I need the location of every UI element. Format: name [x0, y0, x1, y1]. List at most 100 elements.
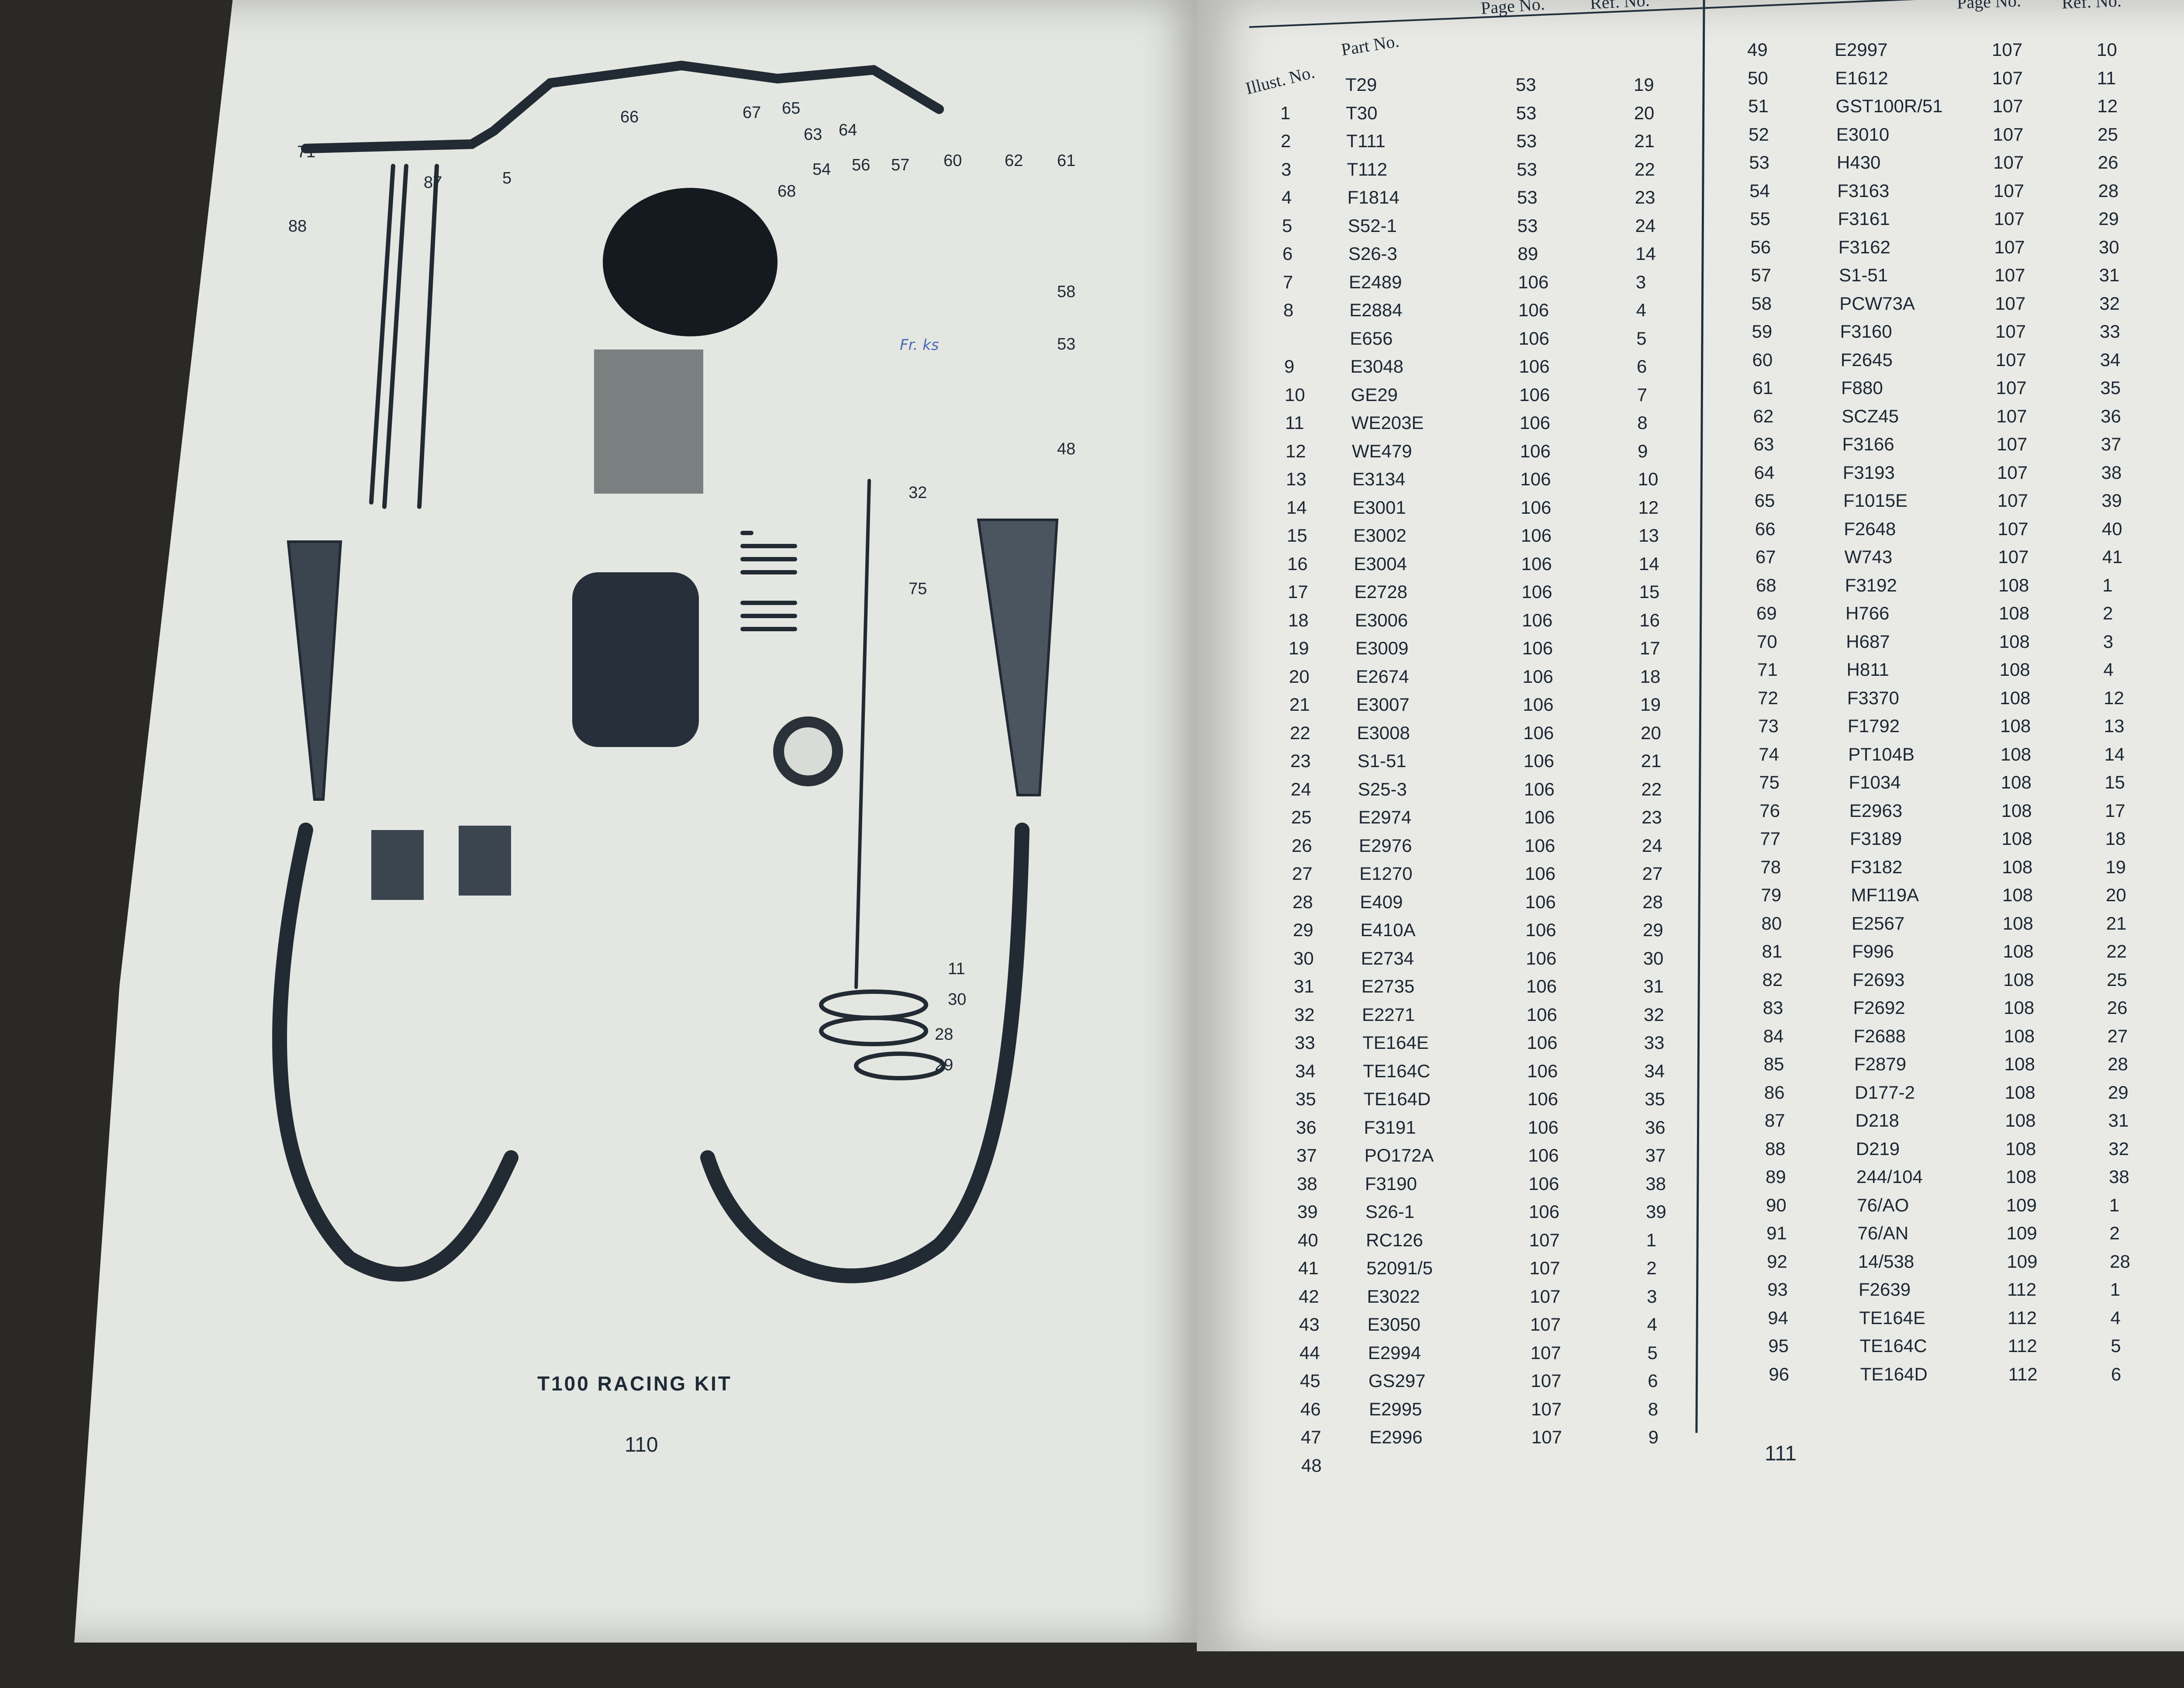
- cell-part-no: H687: [1846, 631, 1890, 652]
- cell-illust-no: 54: [1749, 180, 1770, 201]
- cell-ref-no: 13: [2104, 716, 2125, 736]
- cell-page-no: 53: [1517, 159, 1537, 180]
- header-ref-no-right: Ref. No.: [2061, 0, 2122, 13]
- cell-part-no: E2997: [1835, 39, 1888, 60]
- cell-part-no: F2879: [1854, 1054, 1907, 1074]
- cell-part-no: E410A: [1360, 920, 1416, 940]
- cell-ref-no: 15: [1639, 581, 1660, 602]
- cell-ref-no: 4: [2110, 1307, 2121, 1328]
- cell-illust-no: 64: [1754, 462, 1775, 483]
- cell-illust-no: 77: [1760, 828, 1781, 849]
- cell-page-no: 106: [1522, 638, 1553, 658]
- cell-part-no: TE164E: [1859, 1307, 1926, 1328]
- cell-ref-no: 18: [1640, 666, 1661, 687]
- cell-part-no: E3048: [1350, 356, 1403, 377]
- cell-ref-no: 2: [2103, 603, 2113, 623]
- cell-part-no: RC126: [1366, 1229, 1423, 1250]
- cell-page-no: 89: [1517, 243, 1538, 264]
- cell-part-no: F2648: [1844, 518, 1896, 539]
- cell-ref-no: 12: [1638, 497, 1659, 518]
- cell-page-no: 108: [2001, 772, 2032, 792]
- cell-part-no: E3002: [1353, 525, 1406, 546]
- cell-ref-no: 1: [2110, 1279, 2121, 1300]
- cell-page-no: 106: [1523, 722, 1554, 743]
- cell-page-no: 53: [1516, 74, 1536, 95]
- callout-label: 5: [502, 169, 511, 187]
- cell-ref-no: 17: [2105, 800, 2125, 821]
- cell-ref-no: 9: [1638, 440, 1648, 461]
- cell-ref-no: 8: [1648, 1398, 1659, 1419]
- cell-ref-no: 4: [1636, 300, 1646, 320]
- cell-illust-no: 91: [1766, 1223, 1787, 1243]
- cell-ref-no: 28: [2108, 1054, 2128, 1074]
- cell-part-no: E2567: [1851, 913, 1905, 934]
- cell-page-no: 107: [1994, 180, 2025, 201]
- cell-page-no: 107: [1992, 39, 2023, 60]
- cell-page-no: 106: [1522, 666, 1553, 687]
- cell-page-no: 107: [1993, 152, 2024, 173]
- cell-ref-no: 36: [1645, 1117, 1666, 1138]
- cell-illust-no: 14: [1286, 497, 1307, 518]
- cell-part-no: TE164E: [1362, 1032, 1429, 1053]
- cell-part-no: TE164D: [1363, 1089, 1431, 1109]
- cell-illust-no: 35: [1296, 1089, 1316, 1109]
- cell-page-no: 107: [1996, 377, 2027, 398]
- cell-part-no: E2674: [1356, 666, 1409, 687]
- cell-page-no: 106: [1526, 976, 1557, 996]
- cell-ref-no: 33: [2100, 321, 2120, 342]
- cell-ref-no: 6: [1648, 1370, 1658, 1391]
- cell-part-no: T30: [1346, 102, 1378, 123]
- left-page-number: 110: [625, 1433, 658, 1456]
- cell-part-no: F880: [1841, 377, 1883, 398]
- cell-ref-no: 39: [1646, 1201, 1666, 1222]
- cell-illust-no: 90: [1766, 1194, 1787, 1215]
- cell-illust-no: 61: [1752, 377, 1773, 398]
- cell-page-no: 106: [1525, 891, 1556, 912]
- cell-page-no: 107: [1994, 208, 2025, 229]
- cell-illust-no: 66: [1755, 518, 1776, 539]
- cell-page-no: 108: [2001, 800, 2032, 821]
- callout-label: 61: [1057, 152, 1075, 170]
- cell-part-no: F996: [1852, 941, 1894, 962]
- handlebar-drawing: [301, 60, 944, 153]
- cell-part-no: F2645: [1840, 349, 1893, 370]
- cell-illust-no: 72: [1758, 687, 1778, 708]
- cell-ref-no: 5: [1636, 328, 1647, 349]
- cell-illust-no: 12: [1286, 440, 1306, 461]
- cell-page-no: 107: [1995, 349, 2026, 370]
- cell-ref-no: 29: [2098, 208, 2119, 229]
- cell-part-no: E2489: [1349, 271, 1402, 292]
- cell-illust-no: 4: [1282, 187, 1292, 208]
- cell-page-no: 107: [1531, 1370, 1562, 1391]
- cell-part-no: 14/538: [1858, 1251, 1914, 1272]
- cell-part-no: S25-3: [1358, 778, 1407, 799]
- cell-ref-no: 16: [1639, 609, 1660, 630]
- cell-ref-no: 12: [2104, 687, 2124, 708]
- cell-page-no: 107: [1530, 1286, 1561, 1307]
- cell-page-no: 107: [1531, 1398, 1562, 1419]
- cell-ref-no: 20: [2106, 885, 2126, 905]
- cell-part-no: H766: [1845, 603, 1890, 623]
- cell-part-no: E2735: [1361, 976, 1415, 996]
- cell-illust-no: 93: [1767, 1279, 1788, 1300]
- cell-part-no: F3182: [1850, 856, 1903, 877]
- cell-ref-no: 14: [1638, 553, 1659, 574]
- cell-page-no: 112: [2008, 1307, 2037, 1328]
- cell-ref-no: 37: [2101, 434, 2122, 454]
- callout-label: 67: [743, 104, 761, 122]
- cell-ref-no: 32: [2108, 1138, 2129, 1159]
- handwritten-note: Fr. ks: [900, 336, 939, 354]
- cell-illust-no: 94: [1768, 1307, 1788, 1328]
- cell-illust-no: 9: [1284, 356, 1295, 377]
- cell-page-no: 106: [1518, 271, 1549, 292]
- cell-part-no: F2693: [1852, 969, 1905, 990]
- cell-ref-no: 25: [2098, 124, 2118, 145]
- cell-ref-no: 8: [1637, 412, 1648, 433]
- cell-ref-no: 31: [1643, 976, 1664, 996]
- cell-ref-no: 35: [2100, 377, 2121, 398]
- cell-ref-no: 2: [2109, 1223, 2120, 1243]
- cell-ref-no: 28: [1642, 891, 1663, 912]
- callout-label: 32: [909, 484, 927, 502]
- cell-ref-no: 14: [2104, 744, 2125, 764]
- cell-illust-no: 3: [1281, 159, 1292, 180]
